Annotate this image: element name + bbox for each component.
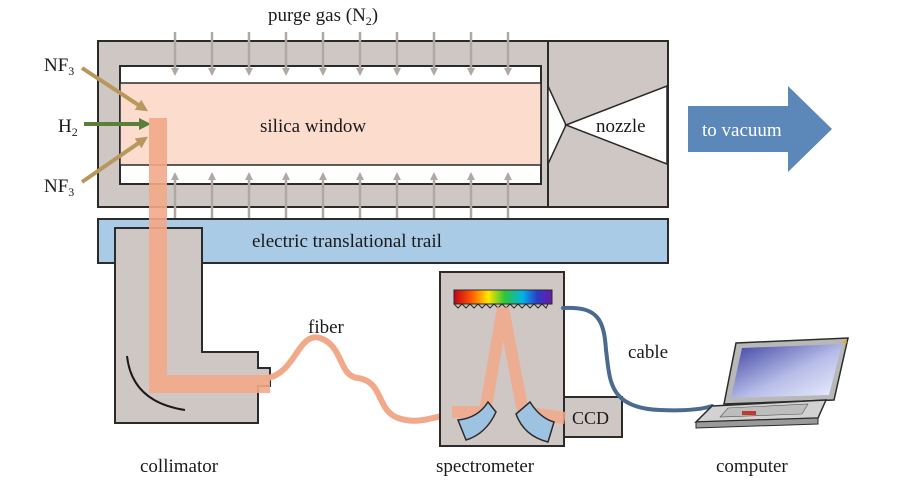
nf3-bottom-label: NF3 bbox=[44, 176, 74, 199]
purge-gas-arrows-bottom bbox=[171, 172, 512, 218]
collimator-label: collimator bbox=[140, 456, 219, 477]
purge-gas-arrows-top bbox=[171, 32, 512, 76]
cable-label: cable bbox=[628, 342, 668, 363]
to-vacuum-arrow bbox=[688, 86, 832, 172]
ccd-detector bbox=[563, 396, 623, 438]
silica-window bbox=[119, 82, 542, 166]
spectrometer bbox=[439, 271, 623, 447]
nf3-inlet-bottom-arrow bbox=[80, 136, 148, 184]
spectrometer-mirror-left bbox=[456, 400, 497, 441]
laptop-icon bbox=[694, 337, 849, 429]
spectrometer-mirror-right bbox=[515, 400, 555, 443]
trail-label: electric translational trail bbox=[252, 231, 442, 252]
nf3-inlet-top-arrow bbox=[80, 66, 149, 112]
optical-fiber bbox=[265, 334, 465, 424]
computer-label: computer bbox=[716, 456, 788, 477]
fiber-label: fiber bbox=[308, 317, 345, 338]
light-beam bbox=[149, 118, 270, 393]
spectrometer-label: spectrometer bbox=[436, 456, 535, 477]
nozzle-label: nozzle bbox=[596, 116, 646, 137]
nozzle bbox=[563, 84, 668, 166]
h2-label: H2 bbox=[58, 116, 78, 139]
to-vacuum-label: to vacuum bbox=[702, 120, 782, 141]
collimator-mirror bbox=[126, 355, 186, 411]
silica-window-label: silica window bbox=[260, 116, 366, 137]
data-cable bbox=[561, 305, 714, 413]
nf3-top-label: NF3 bbox=[44, 55, 74, 78]
reaction-chamber bbox=[97, 40, 669, 208]
purge-gas-label: purge gas (N2) bbox=[268, 5, 378, 28]
ccd-label: CCD bbox=[572, 408, 609, 428]
nozzle-inlet bbox=[547, 85, 567, 165]
diffraction-grating-icon bbox=[453, 289, 553, 305]
